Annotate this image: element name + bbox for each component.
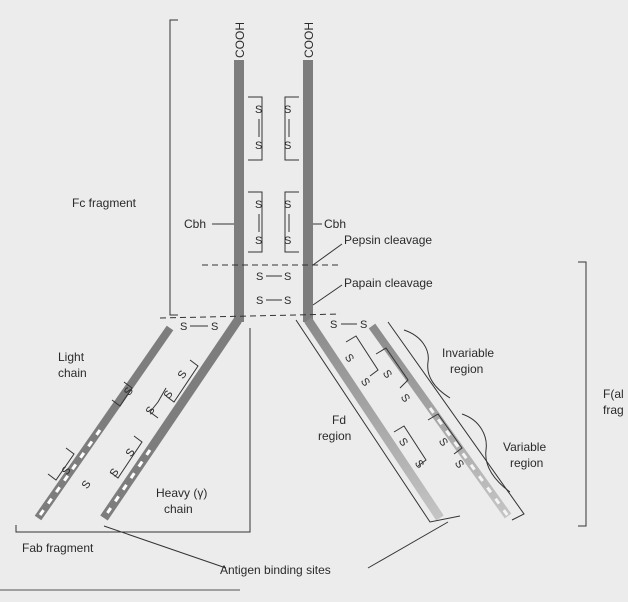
bond-s: S: [396, 436, 410, 449]
cbh-left-label: Cbh: [184, 217, 206, 231]
bond-s: S: [255, 140, 262, 152]
heavy-chain-bracket-lower: [109, 435, 143, 479]
bond-s: S: [284, 235, 291, 247]
bond-s: S: [284, 140, 291, 152]
cooh-right-label: COOH: [302, 22, 316, 58]
bond-s: S: [284, 271, 291, 283]
bond-s: S: [452, 458, 466, 471]
invariable-region-label-2: region: [450, 362, 483, 376]
fab2-fragment-label-2: frag: [603, 403, 624, 417]
light-chain-label-1: Light: [58, 350, 85, 364]
antigen-binding-sites-label: Antigen binding sites: [220, 563, 331, 577]
light-chain-right-enclosure: [387, 321, 525, 521]
heavy-chain-bracket-upper-outer: [165, 359, 199, 403]
pepsin-pointer: [312, 243, 343, 266]
bond-s: S: [176, 368, 190, 381]
bond-s: S: [255, 235, 262, 247]
fd-region-enclosure: [295, 319, 461, 523]
variable-region-label-2: region: [510, 456, 543, 470]
fc-fragment-label: Fc fragment: [72, 196, 137, 210]
light-chain-right-bracket-lower: [427, 413, 463, 455]
heavy-chain-label-1: Heavy (γ): [156, 486, 207, 500]
bond-s: S: [80, 478, 94, 491]
bond-s: S: [108, 466, 122, 479]
bond-s: S: [162, 388, 176, 401]
papain-cleavage-line: [159, 313, 341, 319]
light-chain-bracket-upper: [111, 381, 133, 407]
heavy-chain-right-fab: [304, 317, 444, 521]
fab2-fragment-label-1: F(al: [603, 387, 624, 401]
antigen-pointer-left: [103, 525, 227, 569]
heavy-chain-label-2: chain: [164, 502, 193, 516]
bond-s: S: [124, 446, 138, 459]
bond-s: S: [436, 436, 450, 449]
heavy-chain-right-fc: [303, 60, 313, 322]
fc-fragment-bracket: [169, 19, 178, 316]
fd-bracket-lower: [393, 425, 427, 467]
bond-s: S: [256, 271, 263, 283]
bond-s: S: [255, 104, 262, 116]
bond-s: S: [412, 458, 426, 471]
light-chain-label-2: chain: [58, 366, 87, 380]
fab2-fragment-bracket: [578, 261, 587, 527]
cooh-left-label: COOH: [233, 22, 247, 58]
light-chain-left-dashes: [36, 429, 102, 519]
cbh-bracket-right: [284, 191, 299, 253]
antigen-pointer-right: [367, 521, 449, 569]
bond-s: S: [211, 321, 218, 333]
invariable-region-brace: [403, 329, 451, 399]
variable-region-brace: [461, 413, 511, 493]
papain-cleavage-label: Papain cleavage: [344, 276, 433, 290]
variable-region-label-1: Variable: [503, 440, 546, 454]
bond-s: S: [360, 319, 367, 331]
light-chain-right-bracket-upper: [375, 347, 409, 389]
heavy-chain-left-fc: [234, 60, 244, 322]
cbh-bracket-left: [248, 191, 263, 253]
pepsin-cleavage-label: Pepsin cleavage: [344, 233, 432, 247]
bond-s: S: [255, 199, 262, 211]
intrachain-bracket-right-upper: [284, 96, 299, 161]
bond-s: S: [256, 295, 263, 307]
fab-fragment-bracket: [15, 328, 251, 533]
cbh-right-label: Cbh: [324, 217, 346, 231]
bond-s: S: [284, 104, 291, 116]
fd-bracket-upper: [345, 335, 379, 377]
bond-s: S: [342, 352, 356, 365]
intrachain-bracket-left-upper: [248, 96, 263, 161]
fd-region-label-1: Fd: [332, 413, 346, 427]
papain-pointer: [312, 284, 343, 306]
heavy-chain-bracket-upper: [149, 387, 167, 419]
fab-fragment-label: Fab fragment: [22, 541, 94, 555]
invariable-region-label-1: Invariable: [442, 346, 494, 360]
bond-s: S: [380, 368, 394, 381]
bond-s: S: [284, 295, 291, 307]
bond-s: S: [330, 319, 337, 331]
fd-region-label-2: region: [318, 429, 351, 443]
bond-s: S: [358, 376, 372, 389]
bond-s: S: [398, 392, 412, 405]
light-chain-left: [34, 325, 174, 521]
light-chain-bracket-lower: [47, 447, 75, 481]
bond-s: S: [284, 199, 291, 211]
bond-s: S: [180, 321, 187, 333]
